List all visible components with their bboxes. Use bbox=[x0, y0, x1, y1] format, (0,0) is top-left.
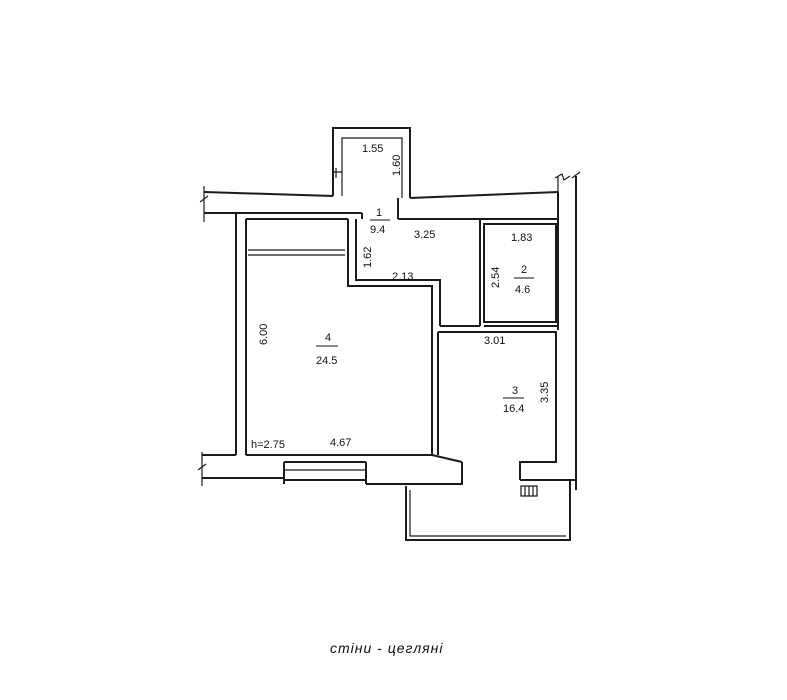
entrance-vestibule bbox=[332, 127, 411, 198]
dim-2-54: 2.54 bbox=[490, 267, 502, 288]
dim-1-62: 1.62 bbox=[362, 247, 374, 268]
walls-material-caption: стіни - цегляні bbox=[330, 640, 444, 656]
room-2-number: 2 bbox=[521, 264, 527, 276]
stove-icon bbox=[520, 485, 538, 497]
north-wall bbox=[199, 173, 571, 222]
room-3-number: 3 bbox=[512, 385, 518, 397]
balcony bbox=[405, 480, 571, 541]
room-3-outline bbox=[431, 331, 576, 481]
room-4-outline bbox=[246, 218, 433, 456]
room-2-label: 2 4.6 bbox=[514, 264, 534, 296]
room-2-area: 4.6 bbox=[515, 284, 530, 296]
room-1-label: 1 9.4 bbox=[370, 207, 390, 236]
room-4-area: 24.5 bbox=[316, 355, 337, 367]
west-wall bbox=[235, 213, 247, 455]
dim-3-35: 3.35 bbox=[539, 382, 551, 403]
dim-1-60: 1.60 bbox=[391, 155, 403, 176]
room-4-label: 4 24.5 bbox=[316, 332, 338, 367]
dim-6-00: 6.00 bbox=[258, 324, 270, 345]
room-1-area: 9.4 bbox=[370, 224, 385, 236]
dim-3-25: 3.25 bbox=[414, 229, 435, 241]
room-3-area: 16.4 bbox=[503, 403, 524, 415]
dim-1-55: 1.55 bbox=[362, 143, 383, 155]
east-wall bbox=[557, 171, 581, 490]
dim-2-13: 2.13 bbox=[392, 271, 413, 283]
room-1-outline bbox=[355, 198, 481, 327]
dim-4-67: 4.67 bbox=[330, 437, 351, 449]
dim-1-83: 1.83 bbox=[511, 232, 532, 244]
room-3-label: 3 16.4 bbox=[503, 385, 524, 415]
dim-3-01: 3.01 bbox=[484, 335, 505, 347]
south-wall bbox=[197, 452, 463, 486]
ceiling-height: h=2.75 bbox=[251, 439, 285, 451]
room-2-outline bbox=[483, 223, 558, 327]
room-4-number: 4 bbox=[325, 332, 331, 344]
room-1-number: 1 bbox=[376, 207, 382, 219]
